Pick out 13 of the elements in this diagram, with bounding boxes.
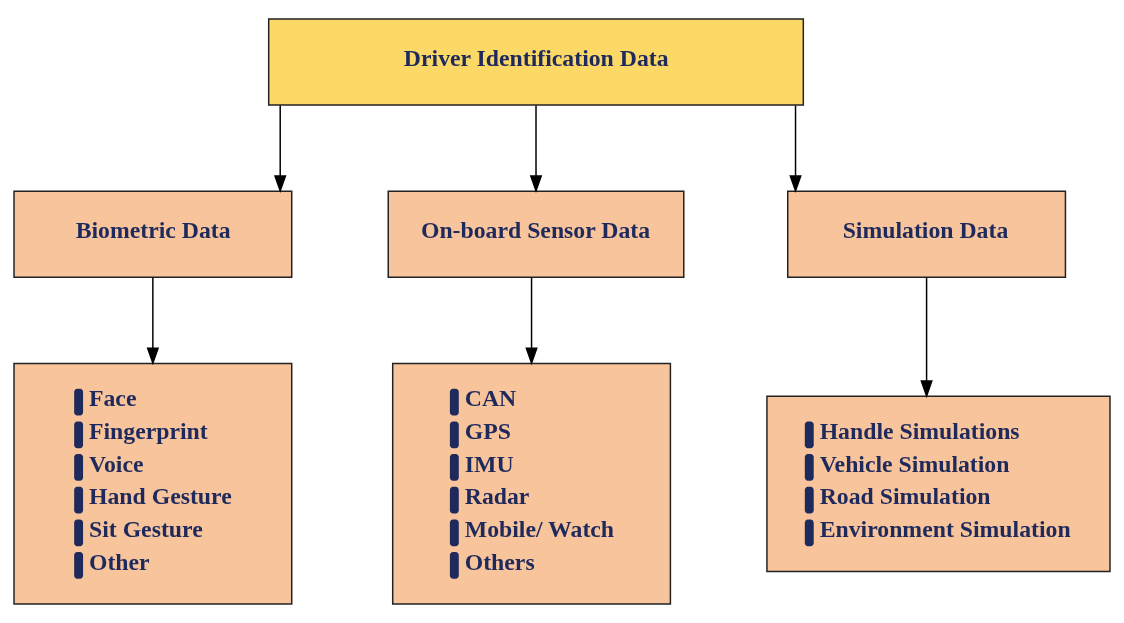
arrow — [529, 104, 543, 194]
node-box: On-board Sensor Data — [387, 190, 685, 279]
node-box: CAN GPS IMU Radar Mobile/ Watch Others — [391, 362, 672, 605]
arrow — [525, 277, 538, 366]
arrow — [146, 277, 160, 366]
node-box: Driver Identification Data — [267, 18, 805, 106]
node-box: Biometric Data — [13, 190, 293, 279]
arrow — [920, 277, 933, 399]
arrow — [273, 104, 287, 194]
node-box: Face Fingerprint Voice Hand Gesture Sit Gesture Other — [13, 362, 293, 605]
arrow — [789, 104, 802, 194]
node-box: Simulation Data — [787, 190, 1067, 279]
node-box: Handle Simulations Vehicle Simulation Road Simulation Environment Simulation — [766, 395, 1111, 573]
